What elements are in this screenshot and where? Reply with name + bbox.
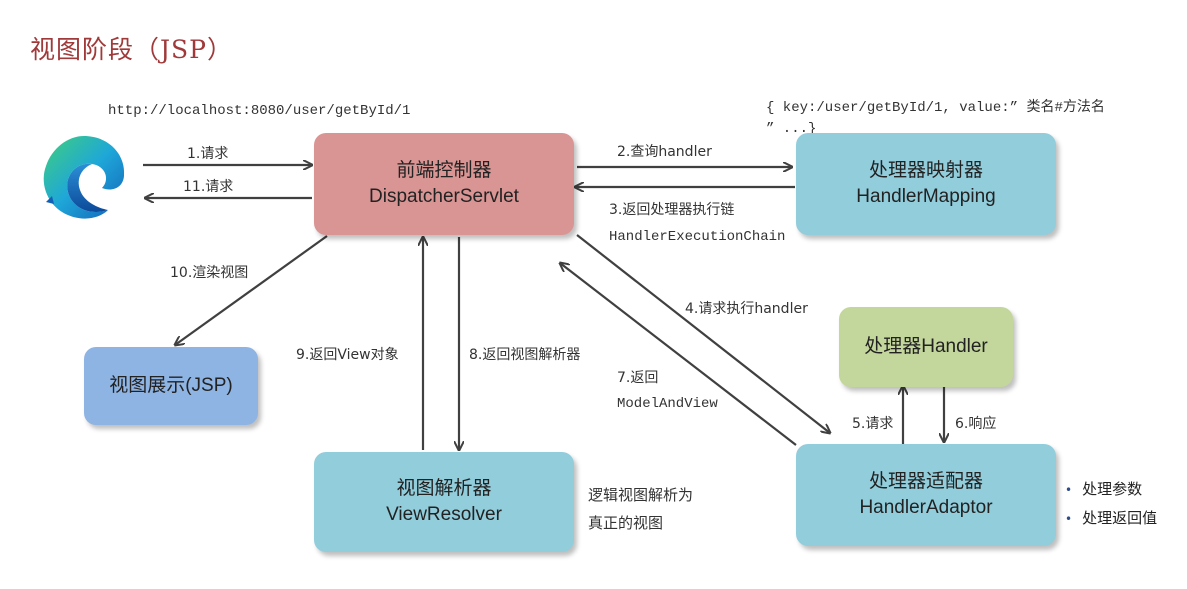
arrow-4-label: 4.请求执行handler [685,301,808,317]
arrow-7 [560,263,797,446]
handler-mapping-cn: 处理器映射器 [868,159,983,182]
handler-text: 处理器Handler [864,336,988,358]
dispatcher-cn: 前端控制器 [396,159,492,182]
arrow-9-label: 9.返回View对象 [296,347,399,363]
handler-adaptor-box: 处理器适配器 HandlerAdaptor [796,444,1056,546]
arrow-10 [175,235,328,345]
bullet-item: •处理返回值 [1065,509,1158,527]
handler-mapping-en: HandlerMapping [856,186,996,207]
arrow-7-label-line1: 7.返回 [617,370,659,386]
arrow-3-label-line2: HandlerExecutionChain [609,229,786,245]
url-label: http://localhost:8080/user/getById/1 [108,103,411,119]
handler-box: 处理器Handler [839,307,1013,387]
arrow-5-label: 5.请求 [852,416,894,432]
mapping-note-line1: { key:/user/getById/1, value:” 类名#方法名 [766,100,1105,116]
bullet-item: •处理参数 [1065,480,1143,498]
arrow-6-label: 6.响应 [955,416,997,432]
dispatcher-en: DispatcherServlet [369,186,519,207]
arrow-8-label: 8.返回视图解析器 [469,347,581,363]
arrow-2-label: 2.查询handler [617,144,712,160]
resolver-note-line2: 真正的视图 [588,514,664,532]
adaptor-bullet-list: •处理参数 •处理返回值 [1065,478,1157,536]
page-title: 视图阶段（JSP） [30,35,233,64]
view-display-box: 视图展示(JSP) [84,347,258,425]
view-resolver-en: ViewResolver [386,504,502,525]
resolver-note-line1: 逻辑视图解析为 [588,486,694,504]
bullet-text: 处理参数 [1082,480,1143,498]
dispatcher-servlet-box: 前端控制器 DispatcherServlet [314,133,574,235]
view-resolver-box: 视图解析器 ViewResolver [314,452,574,552]
arrow-10-label: 10.渲染视图 [170,265,249,281]
arrow-3-label-line1: 3.返回处理器执行链 [609,202,735,218]
arrow-1-label: 1.请求 [187,146,229,162]
arrow-7-label-line2: ModelAndView [617,396,718,412]
view-display-text: 视图展示(JSP) [109,375,233,397]
handler-adaptor-en: HandlerAdaptor [859,497,993,518]
arrow-11-label: 11.请求 [183,179,234,195]
view-resolver-cn: 视图解析器 [396,477,492,500]
arrow-4 [576,234,830,433]
bullet-text: 处理返回值 [1082,509,1158,527]
handler-mapping-box: 处理器映射器 HandlerMapping [796,133,1056,235]
handler-adaptor-cn: 处理器适配器 [868,470,983,493]
edge-browser-icon [38,130,130,222]
